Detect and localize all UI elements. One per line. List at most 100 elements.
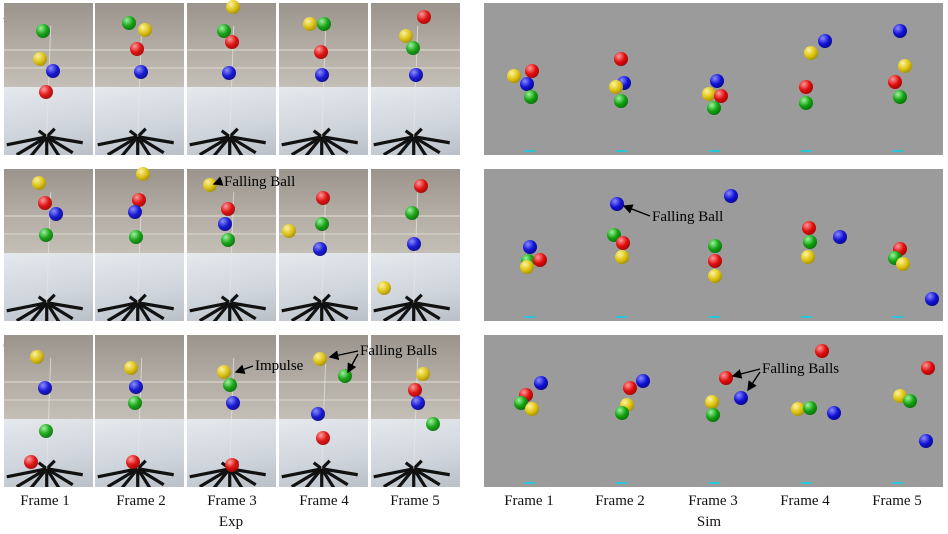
- sim-marker: [524, 482, 535, 484]
- photo-stand: [373, 357, 450, 487]
- sim-red-ball: [888, 75, 902, 89]
- sim-marker: [709, 316, 720, 318]
- sim-green-ball: [615, 406, 629, 420]
- photo-stand: [97, 25, 174, 155]
- exp-frame-4-label: Frame 4: [299, 493, 349, 509]
- sim-yellow-ball: [609, 80, 623, 94]
- annotation-b-sim-falling-ball: Falling Ball: [652, 209, 724, 225]
- photo-stand: [6, 357, 83, 487]
- sim-blue-ball: [734, 391, 748, 405]
- sim-marker: [616, 316, 627, 318]
- exp-red-ball: [408, 383, 422, 397]
- sim-yellow-ball: [804, 46, 818, 60]
- sim-marker: [892, 482, 903, 484]
- exp-green-ball: [36, 24, 50, 38]
- sim-green-ball: [803, 401, 817, 415]
- exp-green-ball: [221, 233, 235, 247]
- sim-green-ball: [707, 101, 721, 115]
- exp-yellow-ball: [217, 365, 231, 379]
- exp-yellow-ball: [124, 361, 138, 375]
- sim-red-ball: [714, 89, 728, 103]
- exp-red-ball: [417, 10, 431, 24]
- exp-red-ball: [38, 196, 52, 210]
- sim-blue-ball: [610, 197, 624, 211]
- sim-green-ball: [514, 396, 528, 410]
- photo-rail: [4, 214, 93, 217]
- sim-red-ball: [623, 381, 637, 395]
- photo-rail: [371, 232, 460, 235]
- exp-blue-ball: [129, 380, 143, 394]
- sim-yellow-ball: [801, 250, 815, 264]
- exp-red-ball: [221, 202, 235, 216]
- exp-yellow-ball: [32, 176, 46, 190]
- exp-blue-ball: [311, 407, 325, 421]
- exp-green-ball: [217, 24, 231, 38]
- sim-green-ball: [524, 90, 538, 104]
- exp-photo-c-frame-4: [279, 335, 368, 487]
- sim-yellow-ball: [520, 260, 534, 274]
- sim-blue-ball: [818, 34, 832, 48]
- sim-red-ball: [802, 221, 816, 235]
- exp-yellow-ball: [203, 178, 217, 192]
- photo-stand: [97, 191, 174, 321]
- sim-red-ball: [921, 361, 935, 375]
- exp-frame-1-label: Frame 1: [20, 493, 70, 509]
- sim-yellow-ball: [507, 69, 521, 83]
- exp-yellow-ball: [303, 17, 317, 31]
- exp-red-ball: [316, 191, 330, 205]
- photo-rail: [4, 48, 93, 51]
- sim-marker: [892, 150, 903, 152]
- sim-blue-ball: [833, 230, 847, 244]
- photo-rail: [279, 232, 368, 235]
- exp-blue-ball: [128, 205, 142, 219]
- sim-green-ball: [614, 94, 628, 108]
- photo-rail: [187, 214, 276, 217]
- exp-red-ball: [24, 455, 38, 469]
- photo-rail: [371, 380, 460, 383]
- exp-green-ball: [223, 378, 237, 392]
- exp-blue-ball: [38, 381, 52, 395]
- sim-blue-ball: [919, 434, 933, 448]
- exp-blue-ball: [226, 396, 240, 410]
- sim-blue-ball: [724, 189, 738, 203]
- photo-stand: [281, 25, 358, 155]
- exp-green-ball: [426, 417, 440, 431]
- sim-frame-4-label: Frame 4: [780, 493, 830, 509]
- annotation-b-exp-falling-ball: Falling Ball: [224, 174, 296, 190]
- sim-frame-1-label: Frame 1: [504, 493, 554, 509]
- exp-yellow-ball: [416, 367, 430, 381]
- photo-rail: [4, 398, 93, 401]
- sim-marker: [801, 316, 812, 318]
- exp-green-ball: [39, 228, 53, 242]
- sim-marker: [892, 316, 903, 318]
- exp-red-ball: [225, 35, 239, 49]
- exp-red-ball: [132, 193, 146, 207]
- sim-yellow-ball: [525, 402, 539, 416]
- exp-blue-ball: [134, 65, 148, 79]
- sim-marker: [709, 482, 720, 484]
- photo-rail: [279, 214, 368, 217]
- sim-marker: [801, 150, 812, 152]
- exp-red-ball: [316, 431, 330, 445]
- photo-rail: [187, 48, 276, 51]
- sim-green-ball: [706, 408, 720, 422]
- exp-yellow-ball: [313, 352, 327, 366]
- exp-photo-b-frame-1: [4, 169, 93, 321]
- exp-blue-ball: [46, 64, 60, 78]
- sim-blue-ball: [523, 240, 537, 254]
- exp-green-ball: [128, 396, 142, 410]
- photo-stand: [189, 191, 266, 321]
- sim-red-ball: [614, 52, 628, 66]
- sim-blue-ball: [710, 74, 724, 88]
- exp-blue-ball: [222, 66, 236, 80]
- exp-yellow-ball: [30, 350, 44, 364]
- photo-rail: [279, 66, 368, 69]
- exp-photo-a-frame-4: [279, 3, 368, 155]
- sim-blue-ball: [520, 77, 534, 91]
- sim-green-ball: [799, 96, 813, 110]
- exp-green-ball: [129, 230, 143, 244]
- exp-yellow-ball: [226, 0, 240, 14]
- exp-blue-ball: [409, 68, 423, 82]
- sim-marker: [616, 482, 627, 484]
- sim-blue-ball: [827, 406, 841, 420]
